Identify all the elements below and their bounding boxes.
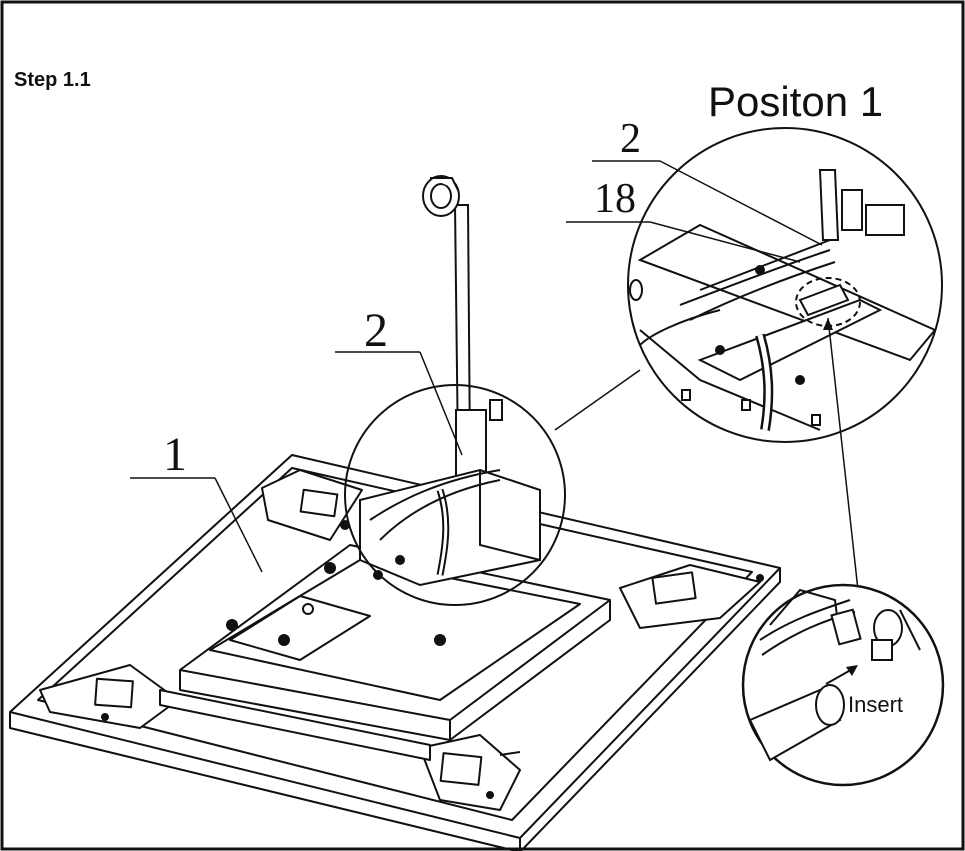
step-label: Step 1.1 bbox=[14, 69, 91, 91]
cable-bracket bbox=[359, 468, 541, 587]
detail-callout-18-label: 18 bbox=[594, 176, 636, 222]
display-column bbox=[422, 175, 503, 481]
callout-2-label: 2 bbox=[364, 304, 388, 357]
insert-leader-arrow bbox=[823, 318, 833, 330]
detail-marker-circle bbox=[344, 384, 566, 606]
callout-1-leader bbox=[214, 477, 263, 573]
detail-callout-2-label: 2 bbox=[620, 116, 641, 162]
insert-zoom-parts bbox=[748, 588, 921, 762]
callout-2-leader bbox=[419, 351, 463, 456]
detail-view-parts bbox=[629, 169, 937, 431]
detail-callout-2-leader bbox=[659, 160, 823, 246]
insert-leader bbox=[827, 317, 859, 591]
position-title: Positon 1 bbox=[708, 78, 883, 125]
detail-leader bbox=[554, 369, 641, 431]
detail-view-circle bbox=[627, 127, 943, 443]
detail-callout-18-leader bbox=[649, 221, 801, 263]
callout-1-label: 1 bbox=[163, 428, 187, 481]
scale-base-frame bbox=[9, 454, 781, 851]
insert-arrow-head bbox=[846, 665, 858, 676]
insert-label: Insert bbox=[848, 692, 903, 717]
